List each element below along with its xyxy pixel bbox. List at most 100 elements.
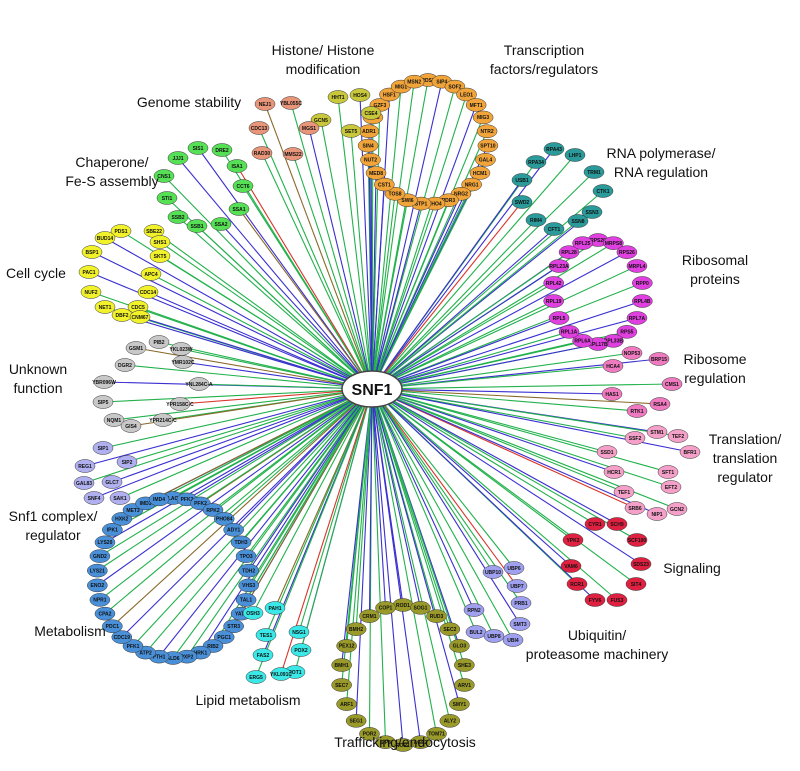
node-label: ISA1 (231, 164, 242, 170)
edge-trafficking-5 (371, 388, 465, 666)
node-trafficking-16: SEC7 (331, 678, 352, 692)
node-label: NIP1 (651, 512, 662, 518)
node-ellipse (340, 124, 362, 138)
node-metabolism-26: LYS21 (87, 563, 108, 578)
node-label: PEX12 (339, 644, 355, 650)
node-rnapol-6: SWD2 (511, 195, 533, 209)
node-ellipse (235, 593, 257, 607)
node-label: UBI4 (507, 638, 519, 644)
node-ellipse (660, 480, 682, 494)
edge-trafficking-14 (355, 388, 373, 721)
node-ellipse (525, 213, 547, 227)
edge-chaperone-7 (238, 208, 373, 390)
node-ribosomal-15: RPL23A (548, 259, 570, 273)
node-label: LYS20 (98, 540, 113, 546)
node-ellipse (87, 578, 108, 593)
node-label: SSB2 (171, 215, 184, 221)
node-label: SBE22 (146, 229, 162, 235)
node-ribosomal-10: RPL6A (572, 334, 593, 348)
node-signaling-7: SIT4 (625, 577, 647, 591)
node-trafficking-13: POR2 (359, 727, 380, 741)
node-ribreg-2: HCA4 (602, 359, 624, 373)
node-label: RPS26 (619, 250, 635, 256)
node-ellipse (230, 535, 252, 550)
node-lipid-2: TES1 (255, 628, 277, 642)
node-ellipse (626, 311, 648, 325)
edge-transcription-12 (371, 200, 450, 390)
node-label: CSE4 (364, 111, 377, 117)
group-label-line: Translation/ (709, 431, 782, 447)
edge-transcription-1 (371, 81, 443, 390)
node-rnapol-10: CFT1 (543, 222, 565, 236)
group-label-line: Chaperone/ (75, 154, 148, 170)
node-label: CRM1 (362, 614, 376, 620)
node-label: FUS3 (611, 598, 624, 604)
node-trafficking-1: SOG1 (410, 601, 431, 615)
node-label: HOS4 (353, 93, 367, 99)
edge-trafficking-18 (346, 388, 373, 646)
node-ellipse (242, 606, 264, 620)
node-chaperone-10: SSA2 (210, 217, 232, 231)
node-label: UBP6 (507, 566, 521, 572)
node-ellipse (543, 294, 564, 308)
node-ellipse (223, 619, 244, 633)
node-rnapol-8: SSN8 (567, 214, 589, 228)
node-ellipse (482, 565, 504, 579)
node-ribosomal-2: RPS26 (616, 245, 638, 259)
node-snf1complex-6: SAK1 (109, 491, 131, 505)
node-label: ROD1 (396, 603, 410, 609)
edge-genome-4 (261, 152, 373, 390)
node-label: RPL5 (553, 316, 566, 322)
node-ellipse (410, 601, 431, 615)
edge-metabolism-22 (111, 388, 373, 627)
node-label: COP1 (379, 606, 393, 612)
node-ellipse (187, 141, 209, 155)
node-translation-5: SFT1 (657, 465, 679, 479)
node-ubiquitin-1: UBP6 (503, 561, 525, 575)
edge-ubiquitin-8 (371, 388, 514, 641)
node-ellipse (87, 563, 108, 578)
edge-trafficking-7 (371, 388, 460, 705)
node-label: UBP10 (485, 570, 501, 576)
node-label: RPS20 (590, 238, 606, 244)
edge-rnapol-5 (371, 190, 604, 390)
node-cellcycle-9: CDC14 (137, 285, 159, 299)
node-label: PAC1 (83, 270, 96, 276)
edge-genome-2 (258, 127, 373, 390)
node-ellipse (114, 358, 136, 372)
node-trafficking-12: SIP3 (375, 735, 396, 749)
group-label-lipid: Lipid metabolism (195, 692, 300, 708)
edge-ribosomal-10 (371, 340, 583, 390)
node-label: NPR1 (93, 598, 107, 604)
edge-rnapol-3 (371, 179, 523, 390)
edge-cellcycle-1 (153, 230, 373, 390)
node-cellcycle-2: BUD14 (94, 231, 116, 245)
node-ellipse (613, 485, 635, 499)
node-ellipse (584, 593, 606, 607)
node-chaperone-6: CCT6 (232, 179, 254, 193)
node-label: TDH3 (235, 540, 248, 546)
node-ellipse (548, 259, 570, 273)
node-label: BUL2 (469, 630, 482, 636)
node-label: CDC13 (251, 126, 268, 132)
node-ellipse (606, 593, 628, 607)
node-ellipse (510, 596, 532, 610)
node-ellipse (120, 419, 142, 433)
node-label: HCA4 (606, 364, 620, 370)
node-label: PDC1 (106, 624, 120, 630)
node-ellipse (357, 138, 379, 153)
node-label: GLO3 (453, 644, 467, 650)
node-signaling-1: SCH9 (606, 517, 628, 531)
node-transcription-20: SIN4 (357, 138, 379, 153)
node-ellipse (238, 563, 259, 578)
edge-trafficking-20 (368, 388, 373, 617)
node-ribosomal-14: RPL42 (543, 276, 564, 290)
edge-ubiquitin-3 (371, 388, 475, 611)
node-ellipse (616, 245, 638, 259)
edge-chaperone-9 (196, 225, 373, 390)
